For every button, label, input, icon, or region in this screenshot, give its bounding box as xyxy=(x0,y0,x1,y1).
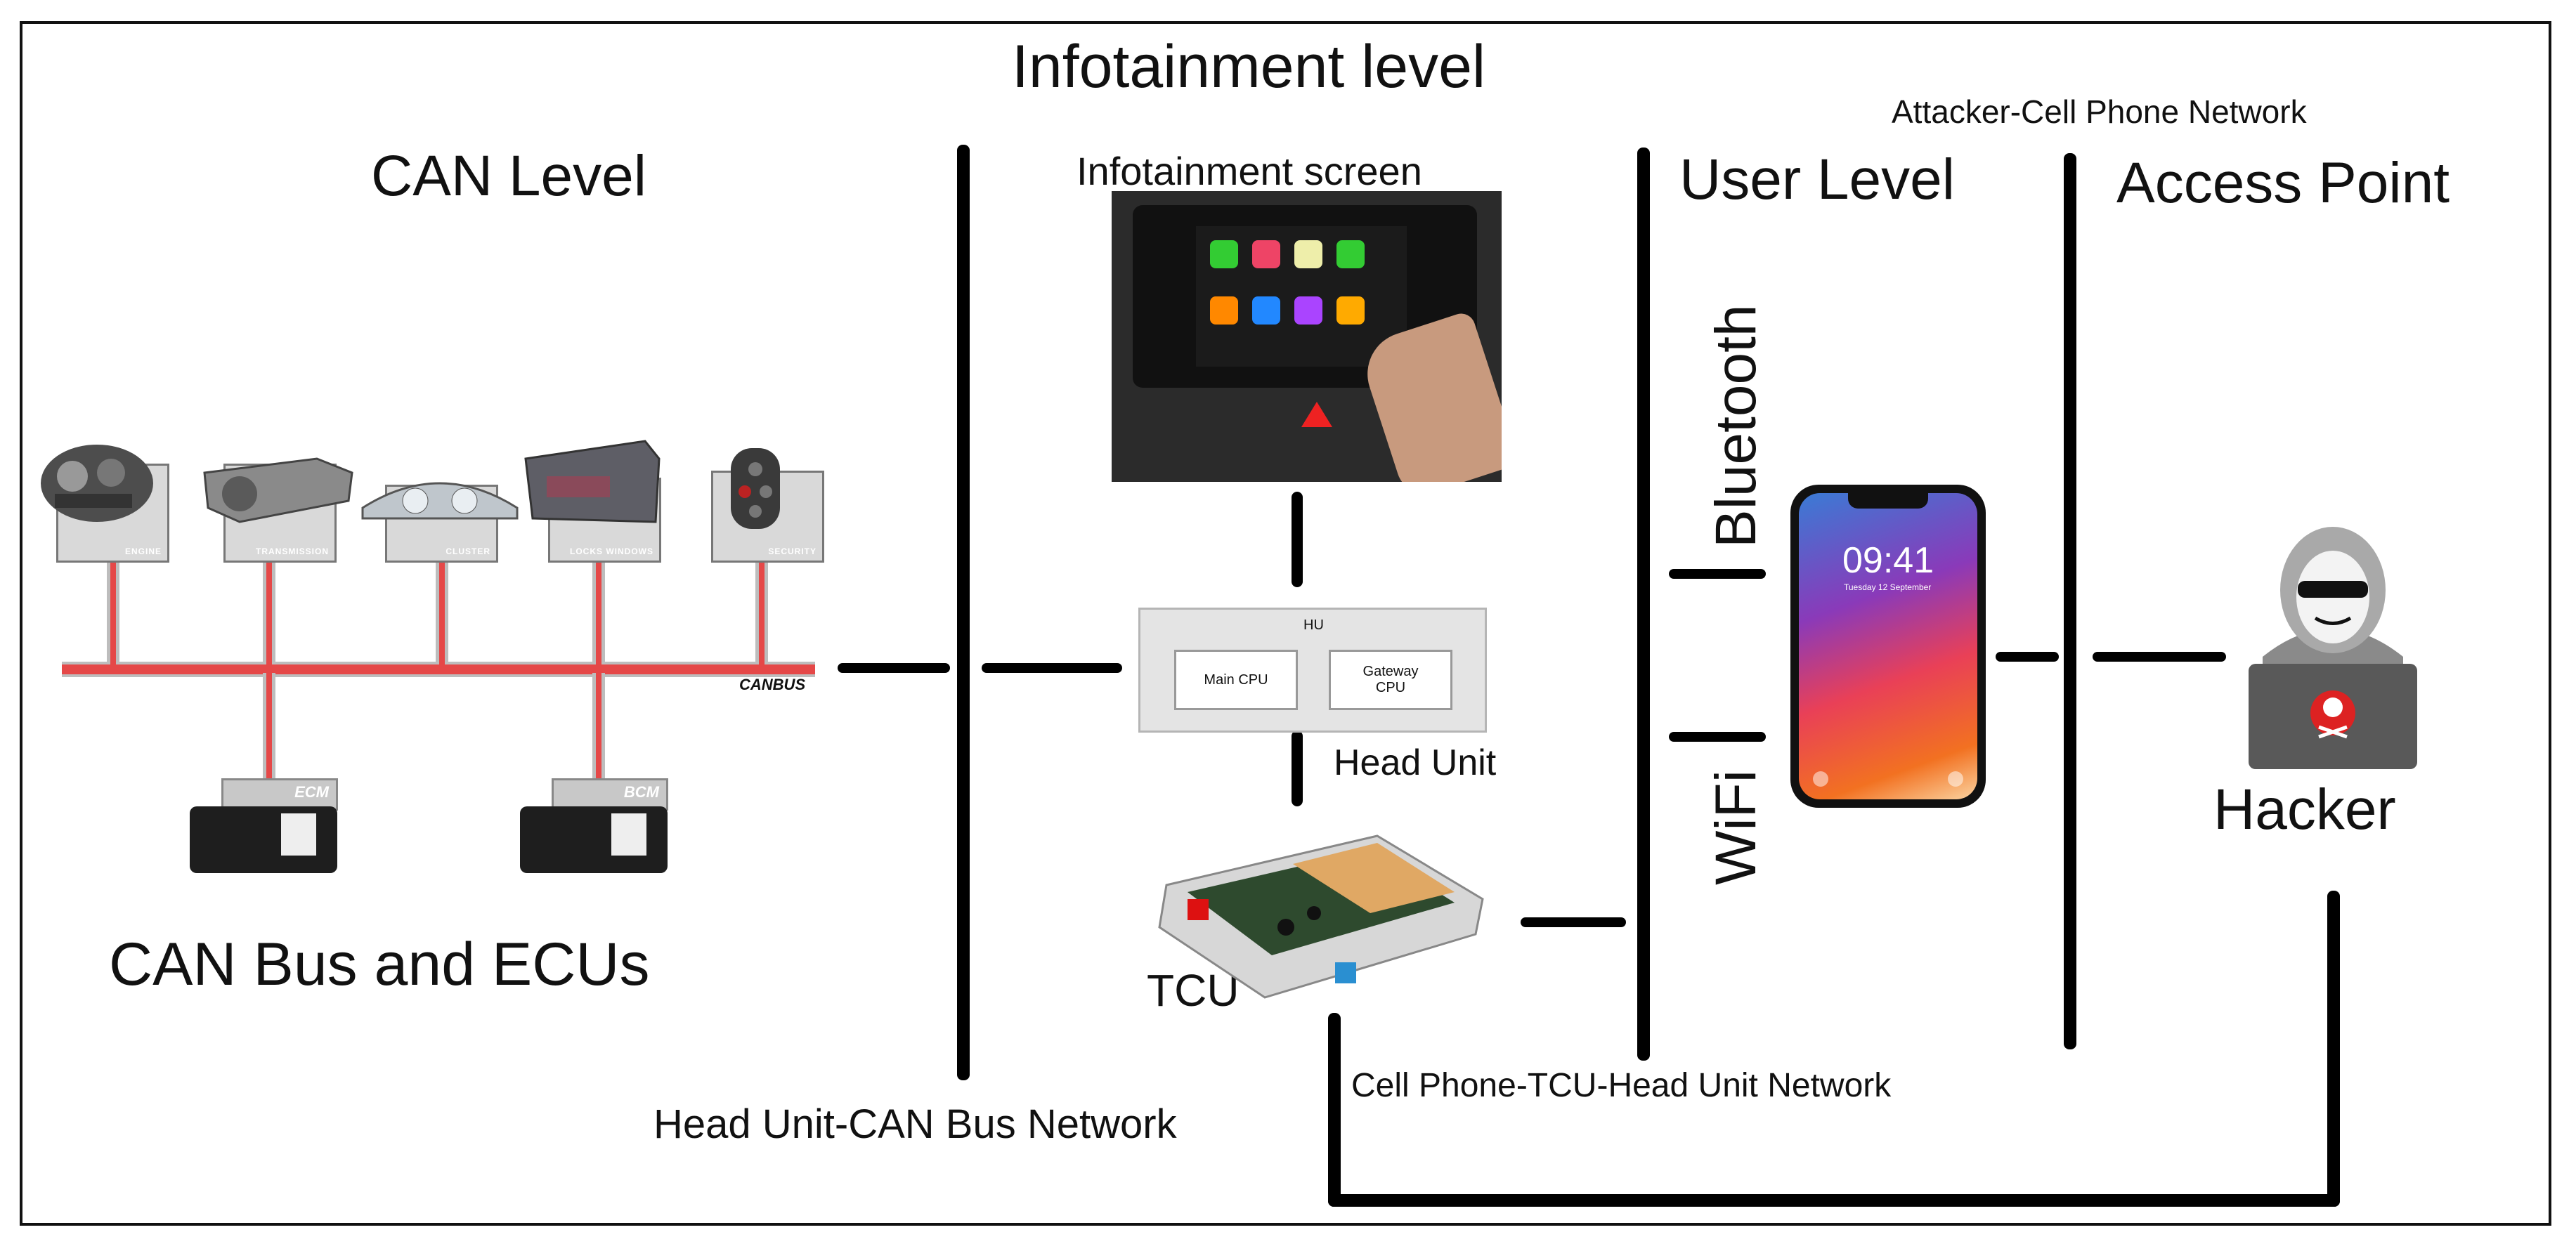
can-level-heading: CAN Level xyxy=(371,144,646,208)
cluster-icon xyxy=(361,482,519,520)
divider-to-hacker-line xyxy=(2093,652,2226,662)
phone-date: Tuesday 12 September xyxy=(1844,582,1932,592)
door-panel-icon xyxy=(524,440,661,523)
gateway-cpu-box: Gateway CPU xyxy=(1329,650,1452,710)
access-point-heading: Access Point xyxy=(2116,151,2450,215)
canbus-drop-transmission xyxy=(263,556,275,664)
user-level-heading: User Level xyxy=(1679,148,1955,211)
can-bus-ecus-label: CAN Bus and ECUs xyxy=(109,931,650,998)
ecm-sticker xyxy=(281,813,316,856)
loop-right-vertical xyxy=(2327,891,2340,1207)
hu-to-tcu-line xyxy=(1292,731,1303,806)
bcm-module: BCM xyxy=(513,778,668,877)
phone-to-divider-line xyxy=(1996,652,2059,662)
phone-time: 09:41 xyxy=(1842,540,1934,581)
canbus-drop-ecm xyxy=(263,673,275,780)
divider-to-hu-line xyxy=(982,663,1122,673)
screen-display xyxy=(1196,226,1407,367)
can-infotainment-divider xyxy=(957,145,970,1080)
ecm-module: ECM xyxy=(183,778,338,877)
hacker-figure xyxy=(2220,523,2445,769)
canbus-drop-engine xyxy=(107,556,119,664)
tcu-to-divider-line xyxy=(1521,917,1626,927)
canbus-drop-bcm xyxy=(592,673,605,780)
hazard-button xyxy=(1301,402,1332,427)
locks-windows-device: LOCKS WINDOWS xyxy=(524,440,661,563)
canbus-drop-cluster xyxy=(436,556,448,664)
main-cpu-box: Main CPU xyxy=(1174,650,1298,710)
security-device: SECURITY xyxy=(711,448,824,563)
transmission-icon xyxy=(203,457,353,523)
main-cpu-label: Main CPU xyxy=(1204,672,1268,688)
smartphone: 09:41 Tuesday 12 September xyxy=(1790,485,1986,808)
loop-left-vertical xyxy=(1328,1013,1341,1207)
bcm-body xyxy=(520,806,668,873)
user-access-divider xyxy=(2064,153,2076,1049)
bluetooth-stub-line xyxy=(1669,569,1766,579)
infotainment-screen-image xyxy=(1112,191,1502,482)
canbus-drop-security xyxy=(755,556,768,664)
canbus-to-divider-line xyxy=(838,663,950,673)
bluetooth-label: Bluetooth xyxy=(1704,304,1768,549)
head-unit-label: Head Unit xyxy=(1334,742,1497,783)
hu-can-network-label: Head Unit-CAN Bus Network xyxy=(653,1101,1177,1147)
camera-icon xyxy=(1948,771,1963,787)
ecm-body xyxy=(190,806,337,873)
diagram-frame xyxy=(20,21,2551,1226)
canbus-drop-locks xyxy=(592,556,605,664)
canbus-label: CANBUS xyxy=(739,676,806,693)
attacker-network-label: Attacker-Cell Phone Network xyxy=(1892,93,2307,130)
bcm-sticker xyxy=(611,813,646,856)
infotainment-user-divider xyxy=(1637,148,1650,1061)
phone-notch xyxy=(1848,493,1928,509)
flashlight-icon xyxy=(1813,771,1828,787)
ecm-header: ECM xyxy=(221,778,338,811)
transmission-device: TRANSMISSION xyxy=(203,457,353,563)
locks-windows-device-label: LOCKS WINDOWS xyxy=(570,546,653,556)
hu-title: HU xyxy=(1303,617,1324,633)
engine-icon xyxy=(41,445,153,522)
tcu-board xyxy=(1145,822,1497,999)
ecm-label: ECM xyxy=(294,783,329,801)
cluster-device: CLUSTER xyxy=(361,482,519,563)
key-fob-icon xyxy=(731,448,780,529)
screen-to-hu-line xyxy=(1292,492,1303,587)
engine-device: ENGINE xyxy=(41,445,169,563)
tcu-label: TCU xyxy=(1147,965,1240,1016)
security-device-label: SECURITY xyxy=(768,546,817,556)
phone-screen: 09:41 Tuesday 12 September xyxy=(1799,493,1977,799)
wifi-stub-line xyxy=(1669,732,1766,742)
head-unit-box: HU Main CPU Gateway CPU xyxy=(1138,608,1487,733)
wifi-label: WiFi xyxy=(1704,770,1768,885)
hacker-icon xyxy=(2249,527,2417,769)
engine-device-label: ENGINE xyxy=(124,546,162,556)
hacker-label: Hacker xyxy=(2213,778,2396,841)
tcu-icon xyxy=(1158,834,1484,999)
transmission-device-label: TRANSMISSION xyxy=(255,546,329,556)
cluster-device-label: CLUSTER xyxy=(445,546,490,556)
app-grid-icon xyxy=(1210,240,1365,325)
infotainment-screen-label: Infotainment screen xyxy=(1076,149,1422,193)
infotainment-level-title: Infotainment level xyxy=(1012,33,1486,100)
gateway-cpu-label: Gateway CPU xyxy=(1362,664,1419,695)
bcm-label: BCM xyxy=(623,783,659,801)
loop-bottom-horizontal xyxy=(1328,1194,2340,1207)
phone-tcu-hu-network-label: Cell Phone-TCU-Head Unit Network xyxy=(1351,1067,1892,1104)
